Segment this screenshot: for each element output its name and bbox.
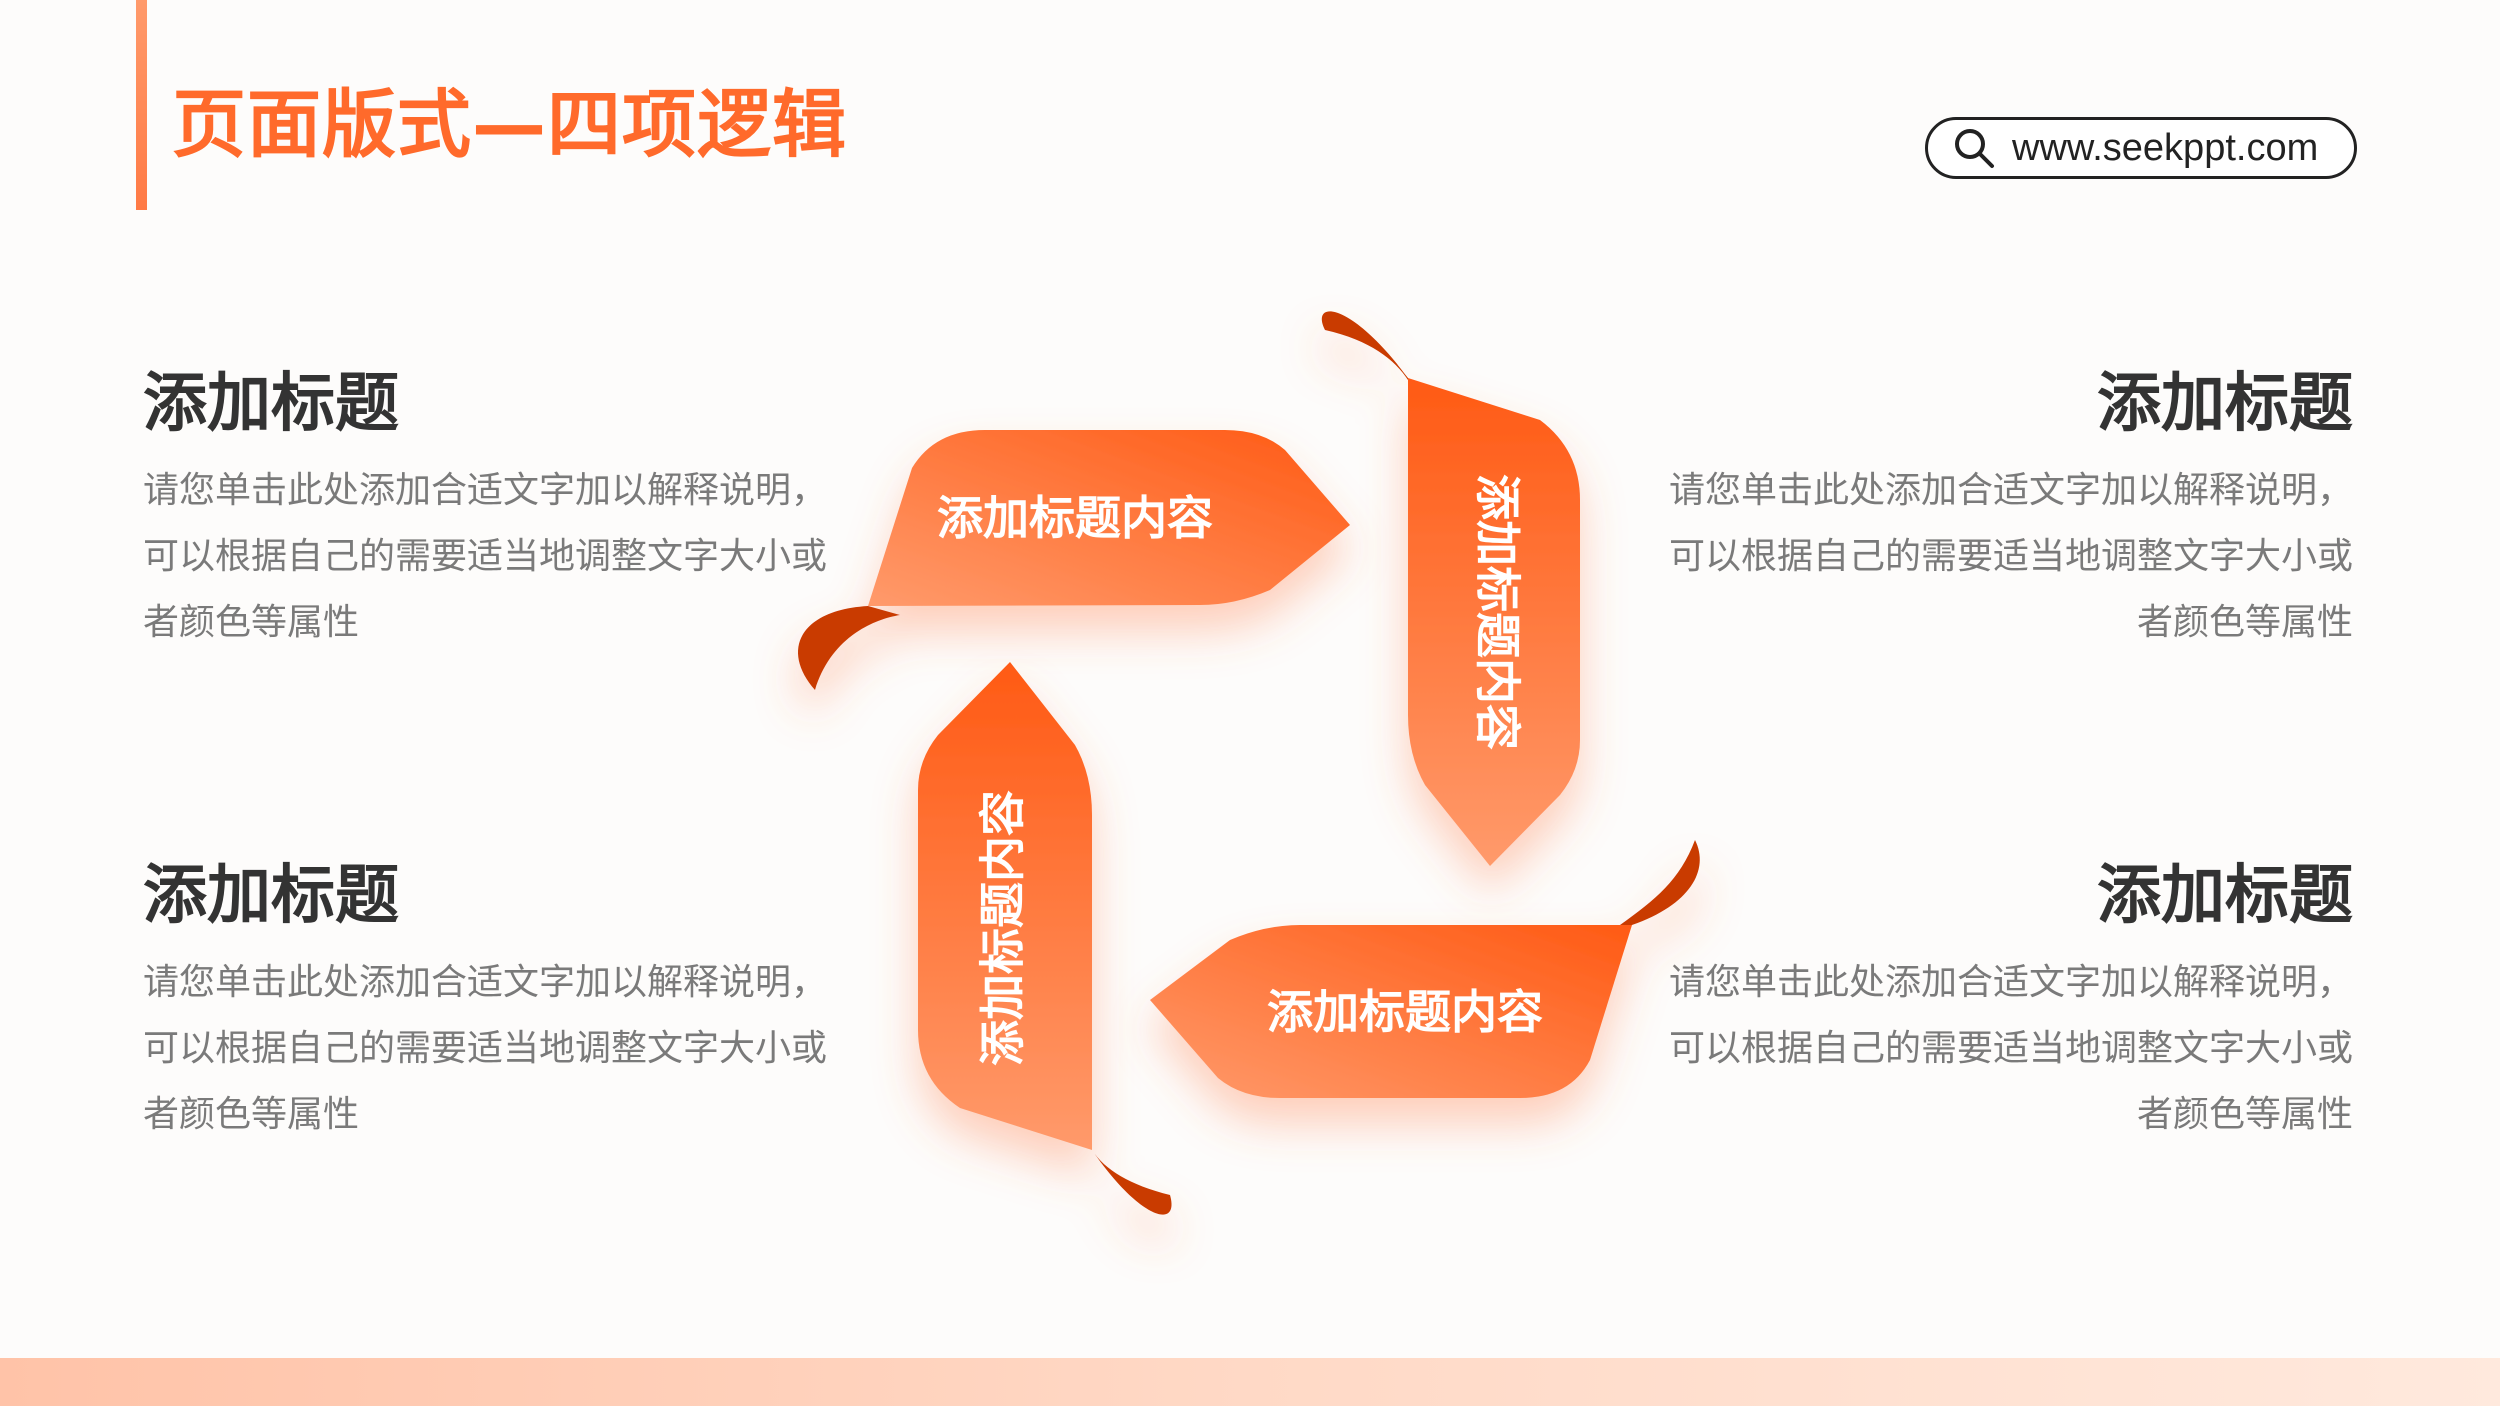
arrow-top-label: 添加标题内容 [937, 491, 1213, 545]
block-description: 请您单击此处添加合适文字加以解释说明，可以根据自己的需要适当地调整文字大小或者颜… [143, 962, 828, 1135]
text-block-bottom-right: 添加标题 请您单击此处添加合适文字加以解释说明，可以根据自己的需要适当地调整文字… [1663, 864, 2353, 1148]
block-heading: 添加标题 [143, 859, 399, 933]
arrow-bottom-fold [1620, 840, 1700, 925]
search-icon [1952, 126, 1996, 170]
url-text: www.seekppt.com [2012, 126, 2319, 169]
arrow-top-body [868, 430, 1350, 606]
text-block-bottom-left: 添加标题 请您单击此处添加合适文字加以解释说明，可以根据自己的需要适当地调整文字… [143, 864, 833, 1148]
block-heading: 添加标题 [143, 367, 399, 441]
url-search-pill[interactable]: www.seekppt.com [1925, 117, 2357, 179]
arrow-left [918, 662, 1172, 1215]
arrow-right-label: 添加标题内容 [1471, 474, 1525, 750]
text-block-top-right: 添加标题 请您单击此处添加合适文字加以解释说明，可以根据自己的需要适当地调整文字… [1663, 372, 2353, 656]
arrow-left-body [918, 662, 1092, 1150]
arrow-top-fold [798, 606, 900, 690]
block-description: 请您单击此处添加合适文字加以解释说明，可以根据自己的需要适当地调整文字大小或者颜… [1668, 470, 2353, 643]
page-title: 页面版式—四项逻辑 [172, 82, 847, 168]
arrow-right [1321, 311, 1580, 866]
title-accent-bar [136, 0, 147, 210]
arrow-bottom-body [1150, 925, 1632, 1098]
text-block-top-left: 添加标题 请您单击此处添加合适文字加以解释说明，可以根据自己的需要适当地调整文字… [143, 372, 833, 656]
arrow-top [798, 430, 1350, 690]
arrow-left-label: 添加标题内容 [976, 790, 1030, 1066]
block-description: 请您单击此处添加合适文字加以解释说明，可以根据自己的需要适当地调整文字大小或者颜… [143, 470, 828, 643]
bottom-decorative-band [0, 1358, 2500, 1406]
arrow-bottom-label: 添加标题内容 [1267, 985, 1543, 1039]
arrow-left-fold [1092, 1150, 1172, 1215]
block-heading: 添加标题 [2097, 367, 2353, 441]
block-description: 请您单击此处添加合适文字加以解释说明，可以根据自己的需要适当地调整文字大小或者颜… [1668, 962, 2353, 1135]
arrow-right-fold [1321, 311, 1408, 380]
arrow-right-body [1408, 378, 1580, 866]
arrow-bottom [1150, 840, 1700, 1098]
block-heading: 添加标题 [2097, 859, 2353, 933]
